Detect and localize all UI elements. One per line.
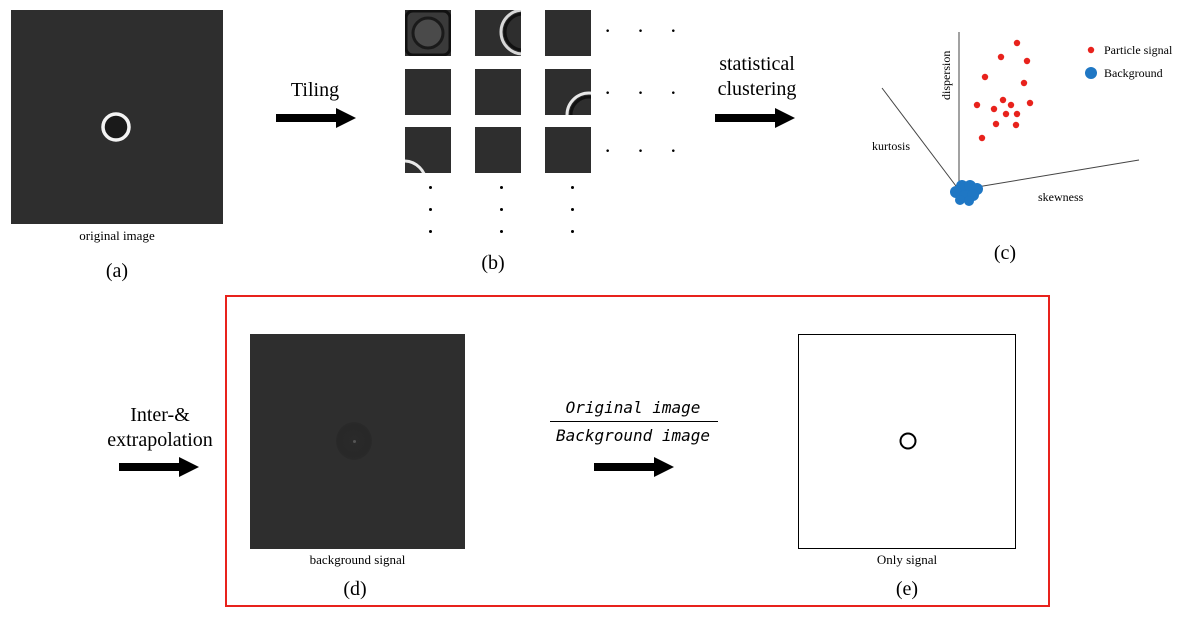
background-signal-image (250, 334, 465, 549)
panel-c-label: (c) (993, 242, 1017, 264)
tiling-arrow-icon (276, 108, 356, 128)
panel-b-label: (b) (481, 252, 505, 274)
tile (405, 127, 451, 173)
tiles-ellipsis: · · · (604, 138, 687, 163)
legend-background: Background (1104, 66, 1163, 80)
only-signal-caption: Only signal (876, 552, 938, 567)
axis-label-kurtosis: kurtosis (872, 139, 910, 153)
interp-step-label-2: extrapolation (107, 429, 213, 451)
particle-outline-icon (899, 432, 917, 450)
legend-particle-signal: Particle signal (1104, 43, 1173, 57)
tile (475, 10, 521, 56)
tile (545, 10, 591, 56)
tile (475, 69, 521, 115)
fraction-denominator: Background image (555, 426, 711, 445)
tile (405, 10, 451, 56)
cluster-scatter-plot: dispersion kurtosis skewness Particle si… (872, 32, 1173, 206)
clustering-step-label-2: clustering (717, 78, 797, 100)
fraction-numerator: Original image (565, 398, 701, 417)
fraction-bar (550, 421, 718, 422)
axis-label-dispersion: dispersion (939, 51, 953, 100)
tile (545, 127, 591, 173)
clustering-arrow-icon (715, 108, 795, 128)
tiles-ellipsis: · · · (604, 80, 687, 105)
axis-label-skewness: skewness (1038, 190, 1084, 204)
background-points (950, 180, 983, 206)
interp-arrow-icon (119, 457, 199, 477)
tile (405, 69, 451, 115)
background-signal-caption: background signal (309, 552, 406, 567)
interp-step-label-1: Inter-& (130, 404, 190, 426)
original-image-caption: original image (79, 228, 155, 243)
panel-d-label: (d) (343, 578, 367, 600)
result-highlight-box (225, 295, 1050, 607)
particle-signal-points (973, 39, 1034, 142)
tiles-ellipsis: · · · (604, 18, 687, 43)
panel-a-label: (a) (105, 260, 129, 282)
divide-arrow-icon (594, 457, 674, 477)
tile (475, 127, 521, 173)
panel-e-label: (e) (895, 578, 919, 600)
particle-ring-icon (101, 112, 131, 142)
clustering-step-label-1: statistical (719, 53, 795, 75)
tile (545, 69, 591, 115)
only-signal-image (798, 334, 1016, 549)
original-image (11, 10, 223, 224)
tiling-step-label: Tiling (290, 79, 340, 101)
